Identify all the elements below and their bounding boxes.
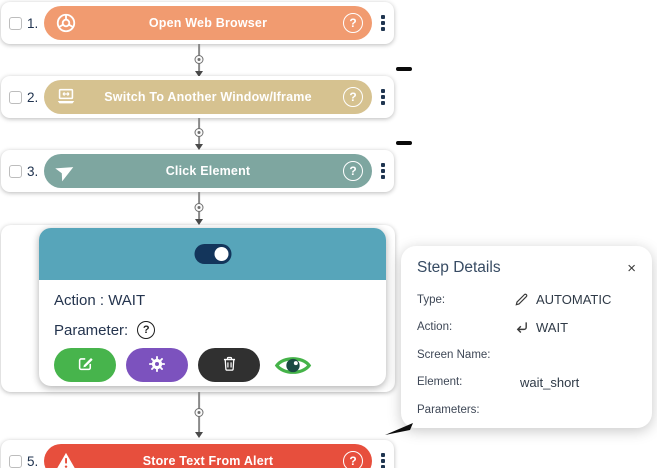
pencil-icon	[514, 292, 536, 307]
field-value: wait_short	[520, 374, 580, 390]
help-icon[interactable]: ?	[343, 13, 363, 33]
send-icon	[55, 160, 77, 182]
step-number: 1.	[27, 15, 39, 31]
field-value: AUTOMATIC	[536, 292, 612, 308]
step-card-header	[39, 228, 386, 280]
collapse-indicator[interactable]	[396, 67, 412, 71]
arrow-down-icon	[195, 219, 203, 225]
step-number: 5.	[27, 453, 39, 468]
help-icon[interactable]: ?	[343, 451, 363, 468]
connector-node-icon[interactable]	[194, 203, 204, 212]
connector-node-icon[interactable]	[194, 128, 204, 137]
step-pill-switch-window[interactable]: Switch To Another Window/Iframe ?	[44, 80, 372, 114]
step-checkbox[interactable]	[9, 16, 22, 30]
step-number: 3.	[27, 163, 39, 179]
step-row-3: 3. Click Element ?	[1, 150, 394, 192]
kebab-menu-icon[interactable]	[377, 89, 389, 105]
delete-button[interactable]	[198, 348, 260, 382]
return-icon	[514, 320, 536, 335]
step-checkbox[interactable]	[9, 164, 22, 178]
kebab-menu-icon[interactable]	[377, 163, 389, 179]
step-detail-card: Action : WAIT Parameter: ?	[39, 228, 386, 386]
edit-icon	[76, 354, 95, 376]
step-row-4-expanded: 4. Action : WAIT Parameter: ?	[1, 225, 395, 392]
detail-row-element: Element: wait_short	[417, 369, 636, 397]
step-enabled-toggle[interactable]	[194, 244, 231, 264]
field-label: Screen Name:	[417, 348, 491, 361]
help-icon[interactable]: ?	[343, 161, 363, 181]
arrow-down-icon	[195, 71, 203, 77]
arrow-down-icon	[195, 144, 203, 150]
step-connector	[190, 44, 208, 77]
preview-eye-icon[interactable]	[274, 352, 312, 379]
step-row-5: 5. Store Text From Alert ?	[1, 440, 394, 468]
arrow-down-icon	[195, 432, 203, 438]
collapse-indicator[interactable]	[396, 141, 412, 145]
step-checkbox[interactable]	[9, 454, 22, 468]
field-value: WAIT	[536, 319, 569, 335]
step-details-panel: Step Details × Type: AUTOMATIC Action: W…	[401, 246, 652, 428]
warning-icon	[55, 450, 77, 468]
step-pill-click-element[interactable]: Click Element ?	[44, 154, 372, 188]
step-title: Store Text From Alert	[142, 454, 274, 468]
action-label: Action : WAIT	[54, 292, 146, 309]
step-pill-open-web-browser[interactable]: Open Web Browser ?	[44, 6, 372, 40]
step-pill-store-text-from-alert[interactable]: Store Text From Alert ?	[44, 444, 372, 468]
step-row-2: 2. Switch To Another Window/Iframe ?	[1, 76, 394, 118]
panel-title: Step Details	[417, 259, 501, 276]
gear-icon	[147, 354, 167, 377]
detail-row-type: Type: AUTOMATIC	[417, 286, 636, 314]
step-connector	[190, 192, 208, 225]
toggle-knob	[214, 247, 228, 261]
field-label: Action:	[417, 321, 453, 334]
step-title: Open Web Browser	[148, 16, 268, 30]
connector-node-icon[interactable]	[194, 55, 204, 64]
help-icon[interactable]: ?	[343, 87, 363, 107]
kebab-menu-icon[interactable]	[377, 15, 389, 31]
detail-row-action: Action: WAIT	[417, 314, 636, 342]
detail-row-screen-name: Screen Name:	[417, 341, 636, 369]
trash-icon	[220, 354, 239, 376]
step-row-1: 1. Open Web Browser ?	[1, 2, 394, 44]
edit-button[interactable]	[54, 348, 116, 382]
parameter-help-icon[interactable]: ?	[137, 321, 156, 339]
close-icon[interactable]: ×	[627, 259, 636, 277]
step-title: Switch To Another Window/Iframe	[104, 90, 312, 104]
step-connector	[190, 392, 208, 438]
field-label: Type:	[417, 293, 446, 306]
step-number: 2.	[27, 89, 39, 105]
step-connector	[190, 118, 208, 150]
parameter-label: Parameter:	[54, 321, 129, 339]
step-title: Click Element	[165, 164, 251, 178]
step-checkbox[interactable]	[9, 90, 22, 104]
settings-button[interactable]	[126, 348, 188, 382]
field-label: Parameters:	[417, 403, 480, 416]
laptop-icon	[55, 86, 77, 108]
chrome-icon	[55, 12, 77, 34]
connector-node-icon[interactable]	[194, 408, 204, 417]
detail-row-parameters: Parameters:	[417, 396, 636, 424]
field-label: Element:	[417, 376, 463, 389]
kebab-menu-icon[interactable]	[377, 453, 389, 468]
panel-pointer	[385, 423, 413, 435]
